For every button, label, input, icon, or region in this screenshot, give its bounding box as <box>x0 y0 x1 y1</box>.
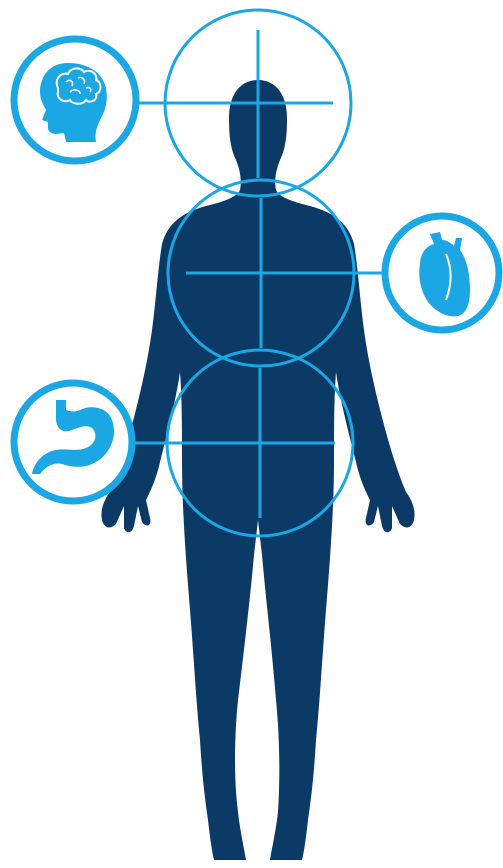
stomach-badge <box>14 383 132 501</box>
head-region-marker <box>165 10 351 196</box>
heart-badge <box>385 216 499 330</box>
abdomen-region-marker <box>167 350 353 536</box>
chest-region-marker <box>168 180 354 366</box>
brain-badge <box>14 39 136 161</box>
